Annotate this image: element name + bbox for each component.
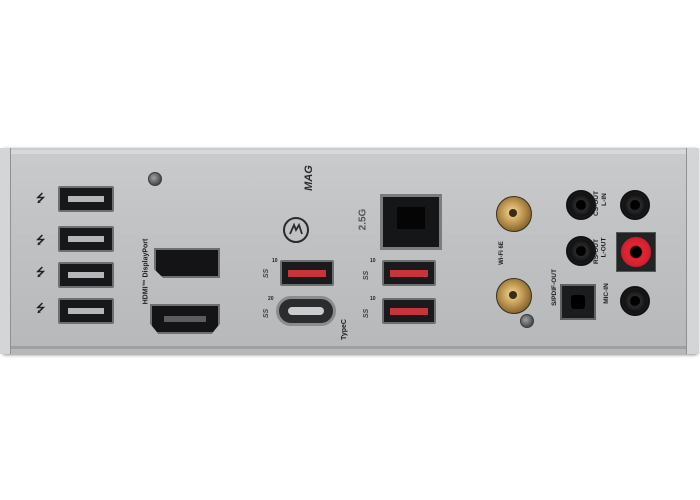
wifi-antenna-connector-1[interactable] bbox=[496, 196, 532, 232]
brand-label: MAG bbox=[302, 165, 315, 191]
shield-edge-right bbox=[686, 148, 699, 354]
speed-label-c: 20 bbox=[268, 296, 274, 302]
usb-port-2[interactable] bbox=[58, 226, 114, 252]
usb-port-tongue bbox=[68, 196, 104, 202]
audio-jack-cs-out[interactable] bbox=[566, 190, 596, 220]
usb-red-tongue bbox=[288, 270, 326, 277]
lan-speed-label: 2.5G bbox=[357, 208, 369, 231]
antenna-core bbox=[509, 291, 517, 299]
hdmi-tongue bbox=[164, 316, 206, 322]
typec-label: TypeC bbox=[340, 319, 348, 340]
ss-label-1: SS bbox=[263, 268, 271, 279]
ss-label-c: SS bbox=[263, 308, 271, 319]
spdif-out-port[interactable] bbox=[560, 284, 596, 320]
lan-slot bbox=[397, 207, 425, 229]
usb-port-tongue bbox=[68, 308, 104, 314]
usb-icon: ⭍ bbox=[36, 193, 46, 205]
audio-jack-l-in[interactable] bbox=[620, 190, 650, 220]
wifi-antenna-connector-2[interactable] bbox=[496, 278, 532, 314]
shield-lip-bottom bbox=[8, 346, 692, 349]
audio-jack-l-out-housing bbox=[616, 232, 656, 272]
shield-edge-left bbox=[0, 148, 11, 354]
shield-lip-top bbox=[8, 150, 692, 154]
mag-logo-icon bbox=[283, 217, 309, 243]
l-out-label: L-OUT bbox=[600, 237, 608, 258]
ss-label-2: SS bbox=[363, 270, 371, 281]
usb-red-port-1[interactable] bbox=[280, 260, 334, 286]
usb-port-tongue bbox=[68, 236, 104, 242]
displayport-port[interactable] bbox=[154, 248, 220, 278]
usb-red-tongue bbox=[390, 308, 428, 315]
usb-red-port-3[interactable] bbox=[382, 298, 436, 324]
usb-port-3[interactable] bbox=[58, 262, 114, 288]
screw-left bbox=[148, 172, 162, 186]
usb-icon: ⭍ bbox=[36, 303, 46, 315]
l-in-label: L-IN bbox=[600, 193, 608, 206]
ss-label-3: SS bbox=[363, 308, 371, 319]
mic-in-label: MIC-IN bbox=[602, 283, 610, 304]
usb-icon: ⭍ bbox=[36, 235, 46, 247]
usb-port-1[interactable] bbox=[58, 186, 114, 212]
speed-label-2: 10 bbox=[370, 258, 376, 264]
spdif-out-label: S/PDIF-OUT bbox=[550, 269, 558, 306]
audio-jack-mic-in[interactable] bbox=[620, 286, 650, 316]
usb-red-port-2[interactable] bbox=[382, 260, 436, 286]
hdmi-dp-label: HDMI™ DisplayPort bbox=[142, 238, 150, 305]
rs-out-label: RS-OUT bbox=[592, 239, 600, 264]
usb-c-inner bbox=[288, 307, 324, 315]
usb-port-tongue bbox=[68, 272, 104, 278]
usb-icon: ⭍ bbox=[36, 267, 46, 279]
audio-jack-l-out[interactable] bbox=[621, 237, 651, 267]
speed-label-3: 10 bbox=[370, 296, 376, 302]
hdmi-port[interactable] bbox=[150, 304, 220, 334]
usb-c-port[interactable] bbox=[276, 296, 336, 326]
spdif-hole bbox=[571, 295, 585, 309]
audio-jack-rs-out[interactable] bbox=[566, 236, 596, 266]
speed-label-1: 10 bbox=[272, 258, 278, 264]
lan-port[interactable] bbox=[380, 194, 442, 250]
wifi-label: Wi-Fi 6E bbox=[498, 241, 505, 265]
usb-red-tongue bbox=[390, 270, 428, 277]
antenna-core bbox=[509, 209, 517, 217]
screw-right bbox=[520, 314, 534, 328]
cs-out-label: CS-OUT bbox=[592, 191, 600, 216]
usb-port-4[interactable] bbox=[58, 298, 114, 324]
